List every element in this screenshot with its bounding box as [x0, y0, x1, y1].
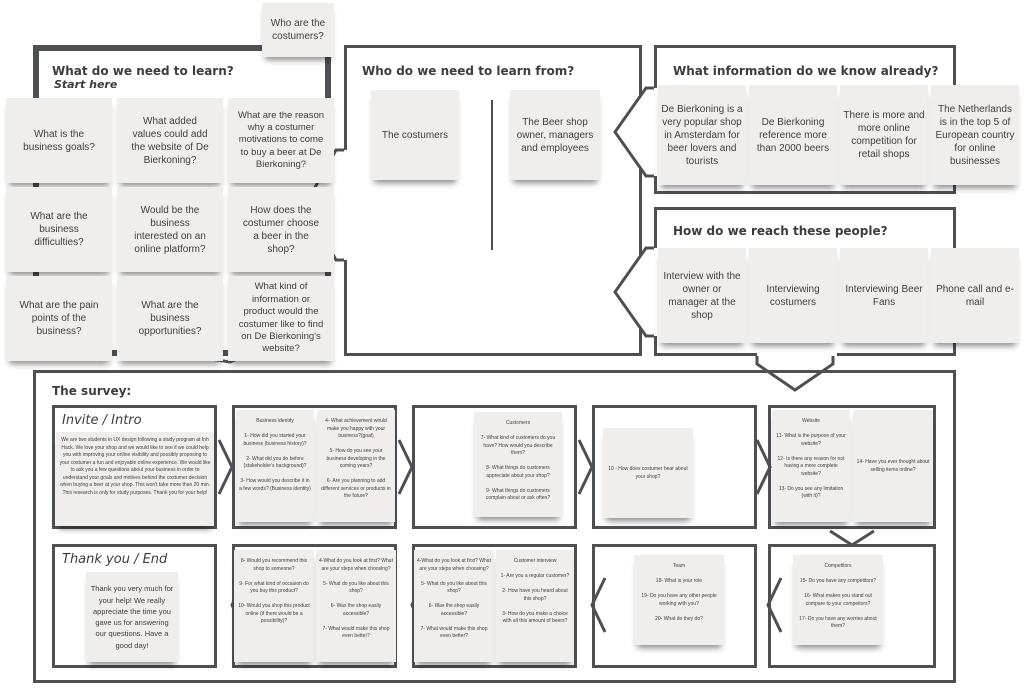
sticky-note[interactable]: What are the reason why a costumer motiv…: [228, 98, 334, 183]
sticky-note[interactable]: Customer interview 1- Are you a regular …: [496, 550, 574, 662]
survey-title: The survey:: [52, 384, 132, 398]
sticky-note[interactable]: Website 11- What is the purpose of your …: [772, 410, 850, 522]
sticky-note[interactable]: De Bierkoning reference more than 2000 b…: [749, 85, 837, 185]
sticky-note[interactable]: What is the business goals?: [6, 98, 112, 183]
who-title: Who do we need to learn from?: [362, 64, 575, 78]
sticky-note[interactable]: Would be the business interested on an o…: [117, 187, 223, 272]
intro-title: Invite / Intro: [62, 413, 142, 428]
sticky-note[interactable]: De Bierkoning is a very popular shop in …: [658, 85, 746, 185]
sticky-note[interactable]: Phone call and e- mail: [931, 248, 1019, 343]
sticky-note[interactable]: Competitors 15- Do you have any competit…: [793, 555, 883, 645]
sticky-note[interactable]: We are two students in UX design followi…: [56, 432, 214, 526]
sticky-note[interactable]: Interview with the owner or manager at t…: [658, 248, 746, 343]
sticky-note[interactable]: There is more and more online competitio…: [840, 85, 928, 185]
sticky-note[interactable]: Interviewing costumers: [749, 248, 837, 343]
sticky-note[interactable]: What are the business difficulties?: [6, 187, 112, 272]
sticky-note[interactable]: 10 - How does costumer hear about your s…: [603, 428, 693, 518]
sticky-note[interactable]: 4- What achievement would make you happy…: [317, 410, 395, 522]
sticky-note[interactable]: The Beer shop owner, managers and employ…: [510, 90, 600, 180]
learn-subtitle: Start here: [54, 78, 118, 91]
know-title: What information do we know already?: [673, 64, 939, 78]
sticky-note[interactable]: The Netherlands is in the top 5 of Europ…: [931, 85, 1019, 185]
sticky-note[interactable]: 4-What do you look at first? What are yo…: [414, 550, 494, 662]
sticky-note[interactable]: How does the costumer choose a beer in t…: [228, 187, 334, 272]
sticky-note[interactable]: 4-What do you look at first? What are yo…: [316, 550, 396, 662]
sticky-note[interactable]: Interviewing Beer Fans: [840, 248, 928, 343]
end-title: Thank you / End: [62, 552, 168, 567]
sticky-note[interactable]: 8- Would you recommend this shop to some…: [234, 550, 314, 662]
sticky-note[interactable]: What added values could add the website …: [117, 98, 223, 183]
sticky-note[interactable]: Business identity 1- How did you started…: [236, 410, 314, 522]
sticky-note[interactable]: 14- Have you ever thought about selling …: [853, 410, 933, 522]
reach-title: How do we reach these people?: [673, 224, 888, 238]
sticky-note[interactable]: Customers 7- What kind of customers do y…: [474, 412, 562, 517]
sticky-note[interactable]: What are the pain points of the business…: [6, 276, 112, 361]
sticky-note[interactable]: Thank you very much for your help! We re…: [86, 572, 178, 662]
learn-title: What do we need to learn?: [52, 64, 234, 78]
sticky-note[interactable]: Team 18- What is your role 19- Do you ha…: [634, 555, 724, 645]
sticky-note[interactable]: Who are the costumers?: [262, 3, 334, 57]
sticky-note[interactable]: The costumers: [371, 90, 459, 180]
sticky-note[interactable]: What kind of information or product woul…: [228, 276, 334, 361]
sticky-note[interactable]: What are the business opportunities?: [117, 276, 223, 361]
